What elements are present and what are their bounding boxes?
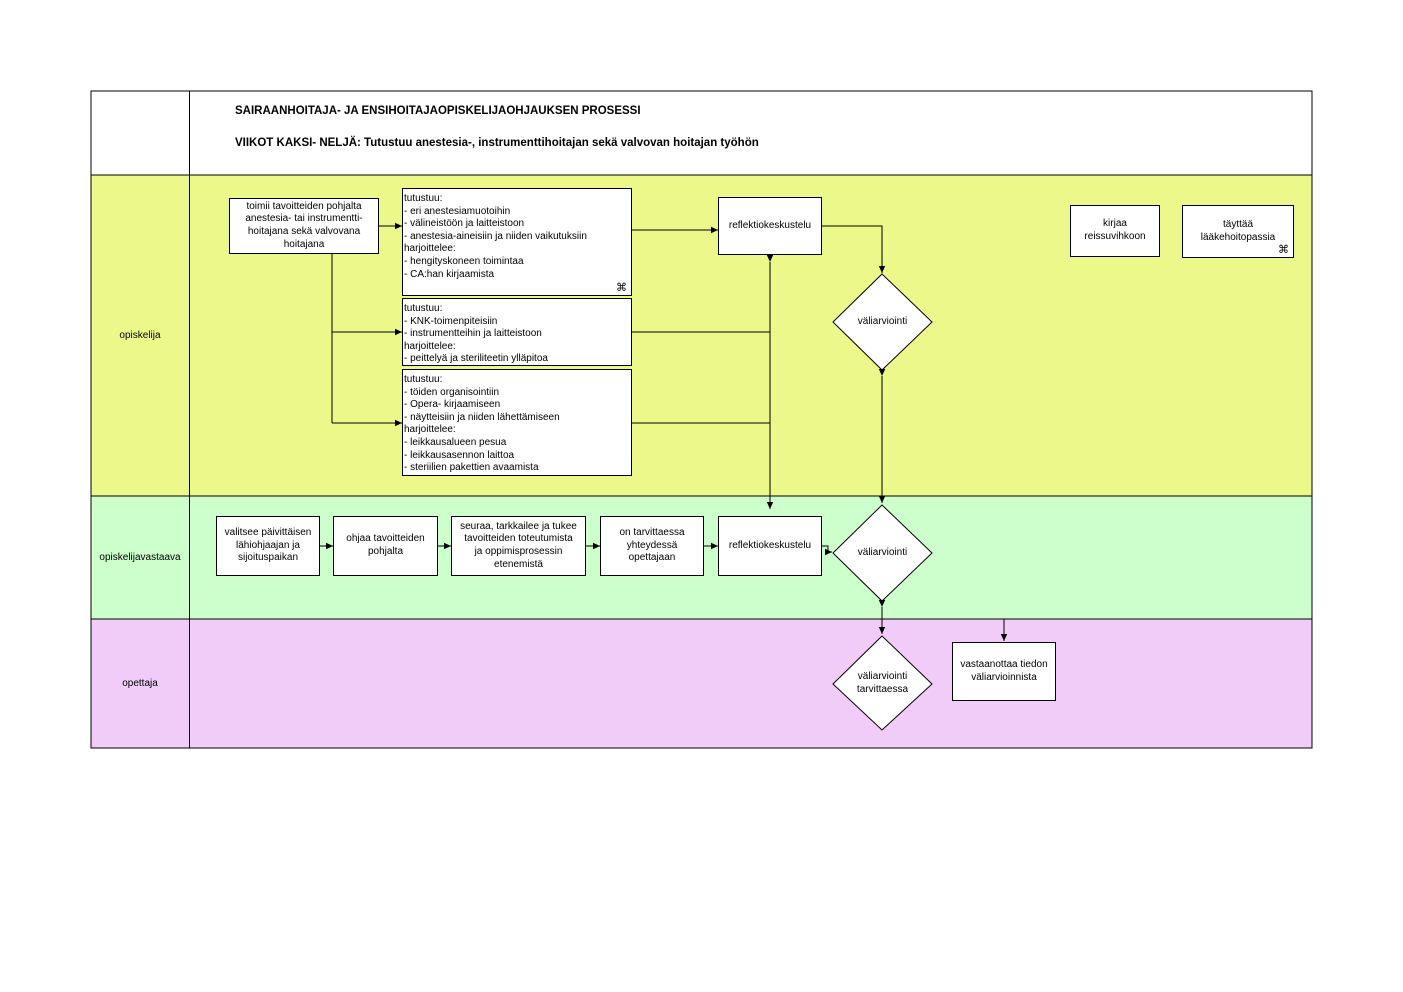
box-line: - välineistöön ja laitteistoon — [404, 218, 525, 230]
box-line: - peittelyä ja steriliteetin ylläpitoa — [404, 353, 548, 365]
box-line: anestesia- tai instrumentti- — [245, 213, 363, 225]
connector — [822, 545, 832, 556]
box-line: pohjalta — [367, 546, 404, 557]
box-line: tavoitteiden toteutumista — [464, 533, 573, 545]
box-line: seuraa, tarkkailee ja tukee — [460, 520, 577, 532]
box-line: tutustuu: — [404, 193, 443, 204]
box-line: harjoittelee: — [404, 340, 456, 352]
box-line: hoitajana sekä valvovana — [247, 226, 361, 237]
box-line: - näytteisiin ja niiden lähettämiseen — [404, 411, 560, 423]
box-line: ohjaa tavoitteiden — [346, 533, 425, 545]
box-line: reflektiokeskustelu — [728, 539, 812, 551]
box-line: - eri anestesiamuotoihin — [404, 205, 511, 217]
valiarviointi-diamond-opiskelija — [832, 273, 933, 371]
box-line: harjoittelee: — [404, 424, 456, 436]
connector — [822, 225, 886, 273]
box-line: tutustuu: — [404, 374, 443, 385]
valiarviointi-label-opiskelijavastaava: väliarviointi — [857, 547, 908, 558]
box-line: lähiohjaajan ja — [236, 539, 300, 551]
box-line: ja oppimisprosessin — [474, 546, 563, 557]
box-line: - Opera- kirjaamiseen — [404, 399, 501, 411]
box-line: harjoittelee: — [404, 243, 456, 255]
valiarviointi-diamond-opettaja — [832, 635, 933, 731]
valiarviointi-tarvittaessa-label: väliarviointi tarvittaessa — [833, 671, 932, 696]
box-line: väliarvioinnista — [971, 671, 1037, 683]
box-line: valitsee päivittäisen — [224, 527, 312, 539]
box-line: yhteydessä — [626, 539, 678, 551]
tutustuu-anestesia-box: tutustuu: - eri anestesiamuotoihin - väl… — [402, 188, 632, 296]
lane-label-opettaja: opettaja — [122, 678, 158, 689]
reflektiokeskustelu-box-opiskelija: reflektiokeskustelu — [718, 197, 822, 255]
box-line: reissuvihkoon — [1084, 231, 1146, 242]
box-line: vastaanottaa tiedon — [960, 658, 1048, 670]
box-line: täyttää — [1222, 218, 1254, 230]
box-line: - anestesia-aineisiin ja niiden vaikutuk… — [404, 230, 587, 242]
box-line: väliarviointi — [857, 671, 908, 682]
connector — [882, 618, 1008, 641]
lane-label-opiskelijavastaava: opiskelijavastaava — [99, 552, 181, 563]
tutustuu-knk-box: tutustuu: - KNK-toimenpiteisiin - instru… — [402, 298, 632, 366]
box-line: - töiden organisointiin — [404, 386, 500, 398]
box-line: - instrumentteihin ja laitteistoon — [404, 328, 542, 340]
valiarviointi-diamond-opiskelijavastaava — [832, 504, 933, 602]
valiarviointi-label-opiskelija: väliarviointi — [857, 316, 908, 327]
box-line: sijoituspaikan — [237, 552, 299, 564]
box-line: - steriilien pakettien avaamista — [404, 462, 539, 474]
box-line: hoitajana — [283, 238, 325, 250]
page-title: SAIRAANHOITAJA- JA ENSIHOITAJAOPISKELIJA… — [235, 105, 641, 117]
box-line: opettajaan — [628, 552, 676, 564]
link-icon: ⌘ — [616, 282, 627, 294]
reflektiokeskustelu-box-opiskelijavastaava: reflektiokeskustelu — [718, 516, 822, 576]
header-row — [90, 90, 1313, 176]
box-line: etenemistä — [494, 558, 543, 570]
box-line: kirjaa — [1103, 218, 1127, 230]
box-line: reflektiokeskustelu — [728, 219, 812, 231]
link-icon: ⌘ — [1278, 244, 1289, 256]
box-line: tutustuu: — [404, 303, 443, 314]
tutustuu-organisointi-box: tutustuu: - töiden organisointiin - Oper… — [402, 369, 632, 476]
box-line: - leikkausalueen pesua — [404, 436, 507, 448]
box-line: - KNK-toimenpiteisiin — [404, 315, 498, 327]
box-line: - leikkausasennon laittoa — [404, 449, 515, 461]
box-line: toimii tavoitteiden pohjalta — [246, 200, 362, 212]
box-line: on tarvittaessa — [619, 527, 685, 539]
box-line: - hengityskoneen toimintaa — [404, 255, 524, 267]
lane-label-opiskelija: opiskelija — [119, 330, 161, 341]
page-subtitle: VIIKOT KAKSI- NELJÄ: Tutustuu anestesia-… — [235, 137, 759, 149]
box-line: lääkehoitopassia — [1200, 231, 1276, 243]
lane-opettaja — [90, 618, 1313, 749]
box-line: tarvittaessa — [856, 683, 909, 695]
box-line: - CA:han kirjaamista — [404, 268, 495, 280]
